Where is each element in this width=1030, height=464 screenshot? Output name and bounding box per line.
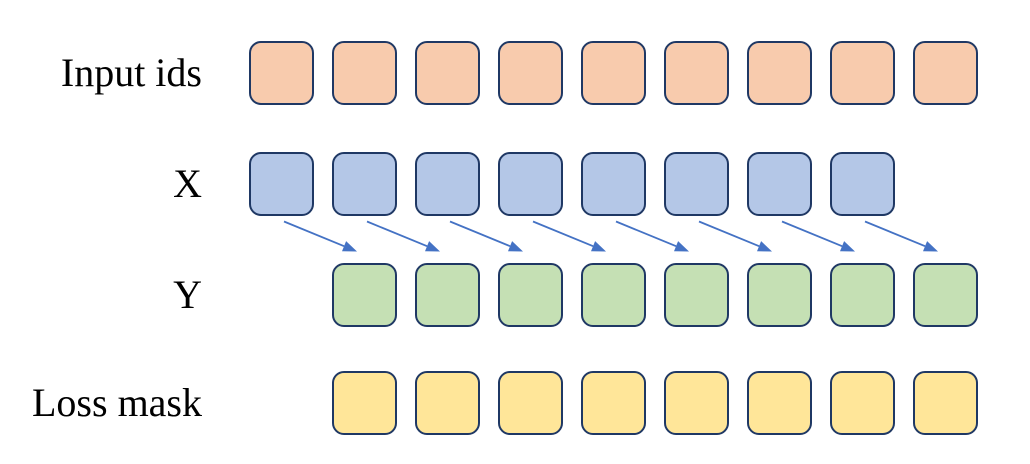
shift-arrow-head	[840, 241, 855, 252]
loss_mask-token-square	[747, 371, 812, 435]
input_ids-token-square	[332, 41, 397, 105]
y-token-square	[581, 263, 646, 327]
loss_mask-token-square	[664, 371, 729, 435]
shift-arrow-line	[283, 220, 345, 248]
row-label-x: X	[173, 161, 202, 206]
input_ids-token-square	[581, 41, 646, 105]
input_ids-token-square	[415, 41, 480, 105]
shift-arrow-head	[757, 241, 772, 252]
input_ids-token-square	[830, 41, 895, 105]
y-token-square	[830, 263, 895, 327]
shift-arrow-head	[425, 241, 440, 252]
shift-arrow-line	[698, 220, 760, 248]
shift-arrow-head	[923, 241, 938, 252]
shift-arrow-line	[781, 220, 843, 248]
x-token-square	[249, 152, 314, 216]
input_ids-token-square	[747, 41, 812, 105]
input_ids-token-square	[498, 41, 563, 105]
loss_mask-token-square	[498, 371, 563, 435]
loss_mask-token-square	[913, 371, 978, 435]
x-token-square	[830, 152, 895, 216]
shift-arrow-head	[508, 241, 523, 252]
input_ids-token-square	[913, 41, 978, 105]
y-token-square	[415, 263, 480, 327]
input_ids-token-square	[249, 41, 314, 105]
input_ids-token-square	[664, 41, 729, 105]
shift-arrow-head	[674, 241, 689, 252]
loss_mask-token-square	[830, 371, 895, 435]
shift-arrow-line	[615, 220, 677, 248]
shift-arrow-head	[342, 241, 357, 252]
x-token-square	[664, 152, 729, 216]
shift-arrow-line	[366, 220, 428, 248]
y-token-square	[664, 263, 729, 327]
x-token-square	[747, 152, 812, 216]
shift-arrow-head	[591, 241, 606, 252]
y-token-square	[913, 263, 978, 327]
y-token-square	[498, 263, 563, 327]
loss_mask-token-square	[332, 371, 397, 435]
x-token-square	[581, 152, 646, 216]
x-token-square	[415, 152, 480, 216]
row-label-y: Y	[173, 272, 202, 317]
row-label-input-ids: Input ids	[60, 50, 202, 95]
shift-arrow-line	[449, 220, 511, 248]
shift-arrow-line	[532, 220, 594, 248]
x-token-square	[332, 152, 397, 216]
y-token-square	[332, 263, 397, 327]
loss_mask-token-square	[415, 371, 480, 435]
row-label-loss-mask: Loss mask	[32, 380, 202, 425]
x-token-square	[498, 152, 563, 216]
y-token-square	[747, 263, 812, 327]
shift-arrow-line	[864, 220, 926, 248]
loss_mask-token-square	[581, 371, 646, 435]
